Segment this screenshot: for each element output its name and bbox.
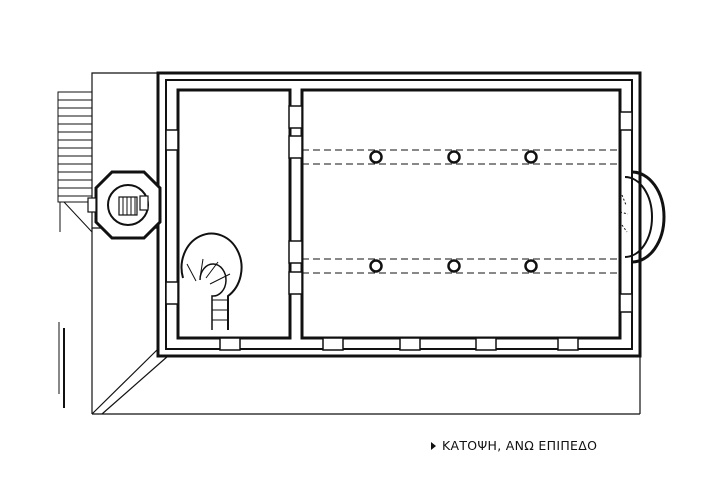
octagonal-turret — [87, 170, 162, 240]
wall-pilasters — [165, 105, 633, 351]
main-hall — [300, 88, 622, 340]
plan-caption: ΚΑΤΟΨΗ, ΑΝΩ ΕΠΙΠΕΔΟ — [431, 438, 597, 453]
triangle-right-icon — [431, 441, 436, 450]
apse — [619, 170, 666, 264]
spiral-staircase — [180, 232, 243, 330]
columns — [369, 150, 538, 273]
vestibule-room — [176, 88, 292, 340]
scale-bar — [58, 322, 65, 408]
caption-text: ΚΑΤΟΨΗ, ΑΝΩ ΕΠΙΠΕΔΟ — [442, 438, 598, 453]
west-annex — [91, 72, 641, 415]
exterior-stair-flight — [57, 91, 93, 233]
exterior-wall — [156, 71, 642, 358]
roof-beam-lines — [302, 149, 620, 274]
